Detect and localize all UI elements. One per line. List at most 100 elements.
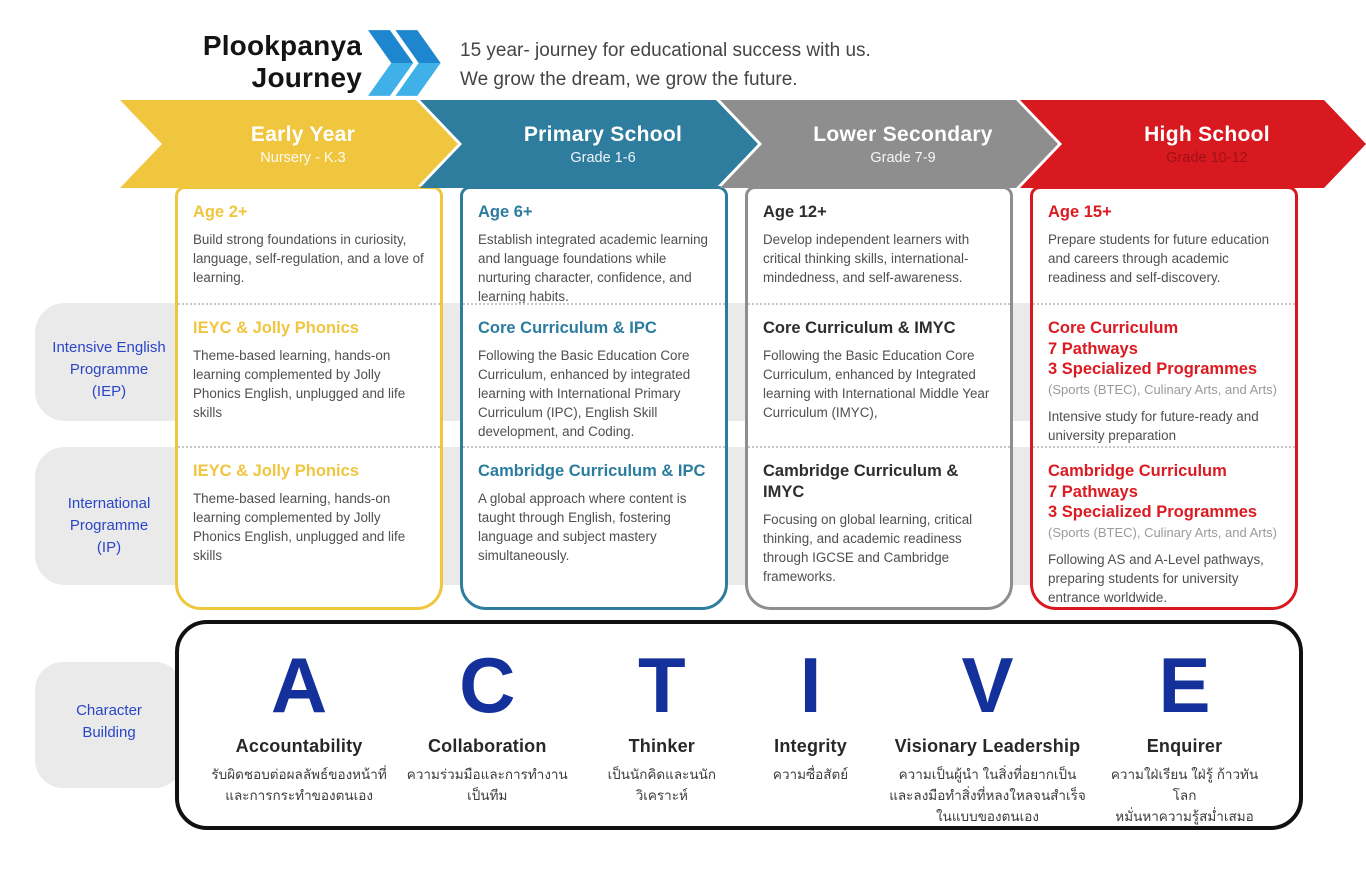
ip-subnote: (Sports (BTEC), Culinary Arts, and Arts): [1048, 524, 1278, 540]
sidebar-label-iep: Intensive English Programme (IEP): [35, 337, 183, 402]
thai-line: หมั่นหาความรู้สม่ำเสมอ: [1115, 808, 1254, 824]
tagline-line1: 15 year- journey for educational success…: [460, 40, 871, 61]
iep-heading: Core Curriculum 7 Pathways 3 Specialized…: [1048, 318, 1280, 380]
age-body: Develop independent learners with critic…: [763, 232, 970, 286]
sidebar-label-line: Intensive English: [52, 339, 166, 356]
banner-primary-school: Primary School Grade 1-6: [420, 100, 758, 188]
banner-subtitle: Grade 1-6: [570, 149, 636, 166]
value-collaboration: C Collaboration ความร่วมมือและการทำงานเป…: [393, 641, 581, 826]
ip-heading: IEYC & Jolly Phonics: [193, 462, 359, 480]
iep-heading-line: 3 Specialized Programmes: [1048, 360, 1258, 379]
active-letter-i: I: [799, 641, 822, 729]
iep-section: Core Curriculum 7 Pathways 3 Specialized…: [1033, 303, 1295, 446]
thai-line: และลงมือทำสิ่งที่หลงใหลจนสำเร็จ: [889, 788, 1086, 804]
value-thai-caption: ความร่วมมือและการทำงานเป็นทีม: [397, 765, 577, 807]
thai-line: เป็นนักคิดและนนักวิเคราะห์: [607, 767, 717, 804]
value-thai-caption: รับผิดชอบต่อผลลัพธ์ของหน้าที่ และการกระท…: [209, 765, 389, 807]
iep-body: Theme-based learning, hands-on learning …: [193, 348, 406, 421]
banner-early-year: Early Year Nursery - K.3: [120, 100, 458, 188]
banner-title: Early Year: [250, 122, 356, 146]
value-name: Visionary Leadership: [894, 736, 1081, 757]
sidebar-label-line: Programme: [69, 360, 149, 378]
stage-card-primary-school: Age 6+ Establish integrated academic lea…: [460, 186, 728, 610]
sidebar-label-line: International: [67, 495, 151, 512]
value-name: Accountability: [235, 736, 363, 757]
banner-subtitle: Nursery - K.3: [260, 149, 346, 166]
iep-body: Following the Basic Education Core Curri…: [763, 348, 990, 421]
banner-lower-secondary: Lower Secondary Grade 7-9: [720, 100, 1058, 188]
sidebar-label-ip: International Programme (IP): [35, 493, 183, 558]
value-enquirer: E Enquirer ความใฝ่เรียน ใฝ่รู้ ก้าวทันโล…: [1096, 646, 1273, 828]
age-heading: Age 2+: [193, 203, 248, 221]
iep-section: Core Curriculum & IMYC Following the Bas…: [748, 303, 1010, 446]
iep-heading-line: Core Curriculum: [1048, 319, 1179, 337]
brand-line1: Plookpanya: [202, 30, 362, 61]
ip-body: A global approach where content is taugh…: [478, 491, 687, 564]
sidebar-label-line: Building: [82, 723, 136, 741]
age-body: Build strong foundations in curiosity, l…: [193, 232, 424, 286]
value-thinker: T Thinker เป็นนักคิดและนนักวิเคราะห์: [581, 641, 742, 826]
value-accountability: A Accountability รับผิดชอบต่อผลลัพธ์ของห…: [205, 641, 393, 826]
banner-high-school: High School Grade 10-12: [1020, 100, 1366, 188]
ip-heading-line: Cambridge Curriculum: [1048, 462, 1227, 480]
age-heading: Age 15+: [1048, 203, 1112, 221]
thai-line: ความซื่อสัตย์: [772, 767, 849, 783]
double-chevron-icon: [368, 30, 441, 96]
age-body: Prepare students for future education an…: [1048, 232, 1270, 286]
active-letter-t: T: [637, 641, 686, 729]
value-name: Thinker: [628, 736, 695, 757]
brand-line2: Journey: [251, 62, 362, 94]
value-thai-caption: ความเป็นผู้นำ ในสิ่งที่อยากเป็น และลงมือ…: [883, 765, 1092, 828]
iep-section: Core Curriculum & IPC Following the Basi…: [463, 303, 725, 446]
ip-heading: Cambridge Curriculum & IPC: [478, 462, 706, 480]
value-thai-caption: ความใฝ่เรียน ใฝ่รู้ ก้าวทันโลก หมั่นหาคว…: [1100, 765, 1269, 828]
ip-section: Cambridge Curriculum 7 Pathways 3 Specia…: [1033, 446, 1295, 607]
iep-section: IEYC & Jolly Phonics Theme-based learnin…: [178, 303, 440, 446]
tagline: 15 year- journey for educational success…: [460, 36, 871, 95]
value-name: Collaboration: [427, 736, 547, 757]
age-section: Age 12+ Develop independent learners wit…: [748, 189, 1010, 303]
value-visionary-leadership: V Visionary Leadership ความเป็นผู้นำ ในส…: [879, 641, 1096, 828]
sidebar-label-character-building: Character Building: [35, 700, 183, 744]
character-building-band: [35, 662, 183, 788]
ip-section: Cambridge Curriculum & IPC A global appr…: [463, 446, 725, 607]
ip-body: Focusing on global learning, critical th…: [763, 512, 973, 585]
stage-card-high-school: Age 15+ Prepare students for future educ…: [1030, 186, 1298, 610]
ip-section: IEYC & Jolly Phonics Theme-based learnin…: [178, 446, 440, 607]
ip-heading: Cambridge Curriculum & IMYC: [763, 462, 959, 502]
value-thai-caption: เป็นนักคิดและนนักวิเคราะห์: [585, 765, 738, 807]
ip-heading: Cambridge Curriculum 7 Pathways 3 Specia…: [1048, 461, 1280, 523]
value-name: Enquirer: [1146, 736, 1223, 757]
active-values-box: A Accountability รับผิดชอบต่อผลลัพธ์ของห…: [175, 620, 1303, 830]
age-section: Age 2+ Build strong foundations in curio…: [178, 189, 440, 303]
sidebar-label-line: (IP): [96, 538, 122, 556]
thai-line: ความเป็นผู้นำ ในสิ่งที่อยากเป็น: [898, 767, 1077, 783]
stage-card-early-year: Age 2+ Build strong foundations in curio…: [175, 186, 443, 610]
age-section: Age 6+ Establish integrated academic lea…: [463, 189, 725, 303]
tagline-line2: We grow the dream, we grow the future.: [460, 69, 798, 91]
ip-heading-line: 7 Pathways: [1048, 482, 1138, 501]
thai-line: รับผิดชอบต่อผลลัพธ์ของหน้าที่: [211, 767, 387, 783]
value-thai-caption: ความซื่อสัตย์: [746, 765, 875, 786]
age-heading: Age 12+: [763, 203, 827, 221]
sidebar-label-line: (IEP): [91, 382, 127, 400]
active-letter-v: V: [961, 641, 1014, 729]
ip-body: Following AS and A-Level pathways, prepa…: [1048, 551, 1264, 605]
active-letter-a: A: [270, 641, 328, 729]
thai-line: และการกระทำของตนเอง: [225, 788, 373, 804]
value-name: Integrity: [774, 736, 847, 757]
active-letter-c: C: [459, 641, 516, 729]
banner-subtitle: Grade 10-12: [1166, 149, 1248, 166]
age-body: Establish integrated academic learning a…: [478, 232, 709, 303]
thai-line: ในแบบของตนเอง: [936, 808, 1039, 824]
thai-line: ความใฝ่เรียน ใฝ่รู้ ก้าวทันโลก: [1110, 767, 1259, 804]
ip-heading-line: 3 Specialized Programmes: [1048, 503, 1258, 522]
age-section: Age 15+ Prepare students for future educ…: [1033, 189, 1295, 303]
iep-heading: Core Curriculum & IPC: [478, 319, 657, 337]
ip-section: Cambridge Curriculum & IMYC Focusing on …: [748, 446, 1010, 607]
brand-logo: Plookpanya Journey: [160, 30, 362, 95]
iep-heading: Core Curriculum & IMYC: [763, 319, 956, 337]
thai-line: ความร่วมมือและการทำงานเป็นทีม: [406, 767, 568, 804]
ip-body: Theme-based learning, hands-on learning …: [193, 491, 406, 564]
